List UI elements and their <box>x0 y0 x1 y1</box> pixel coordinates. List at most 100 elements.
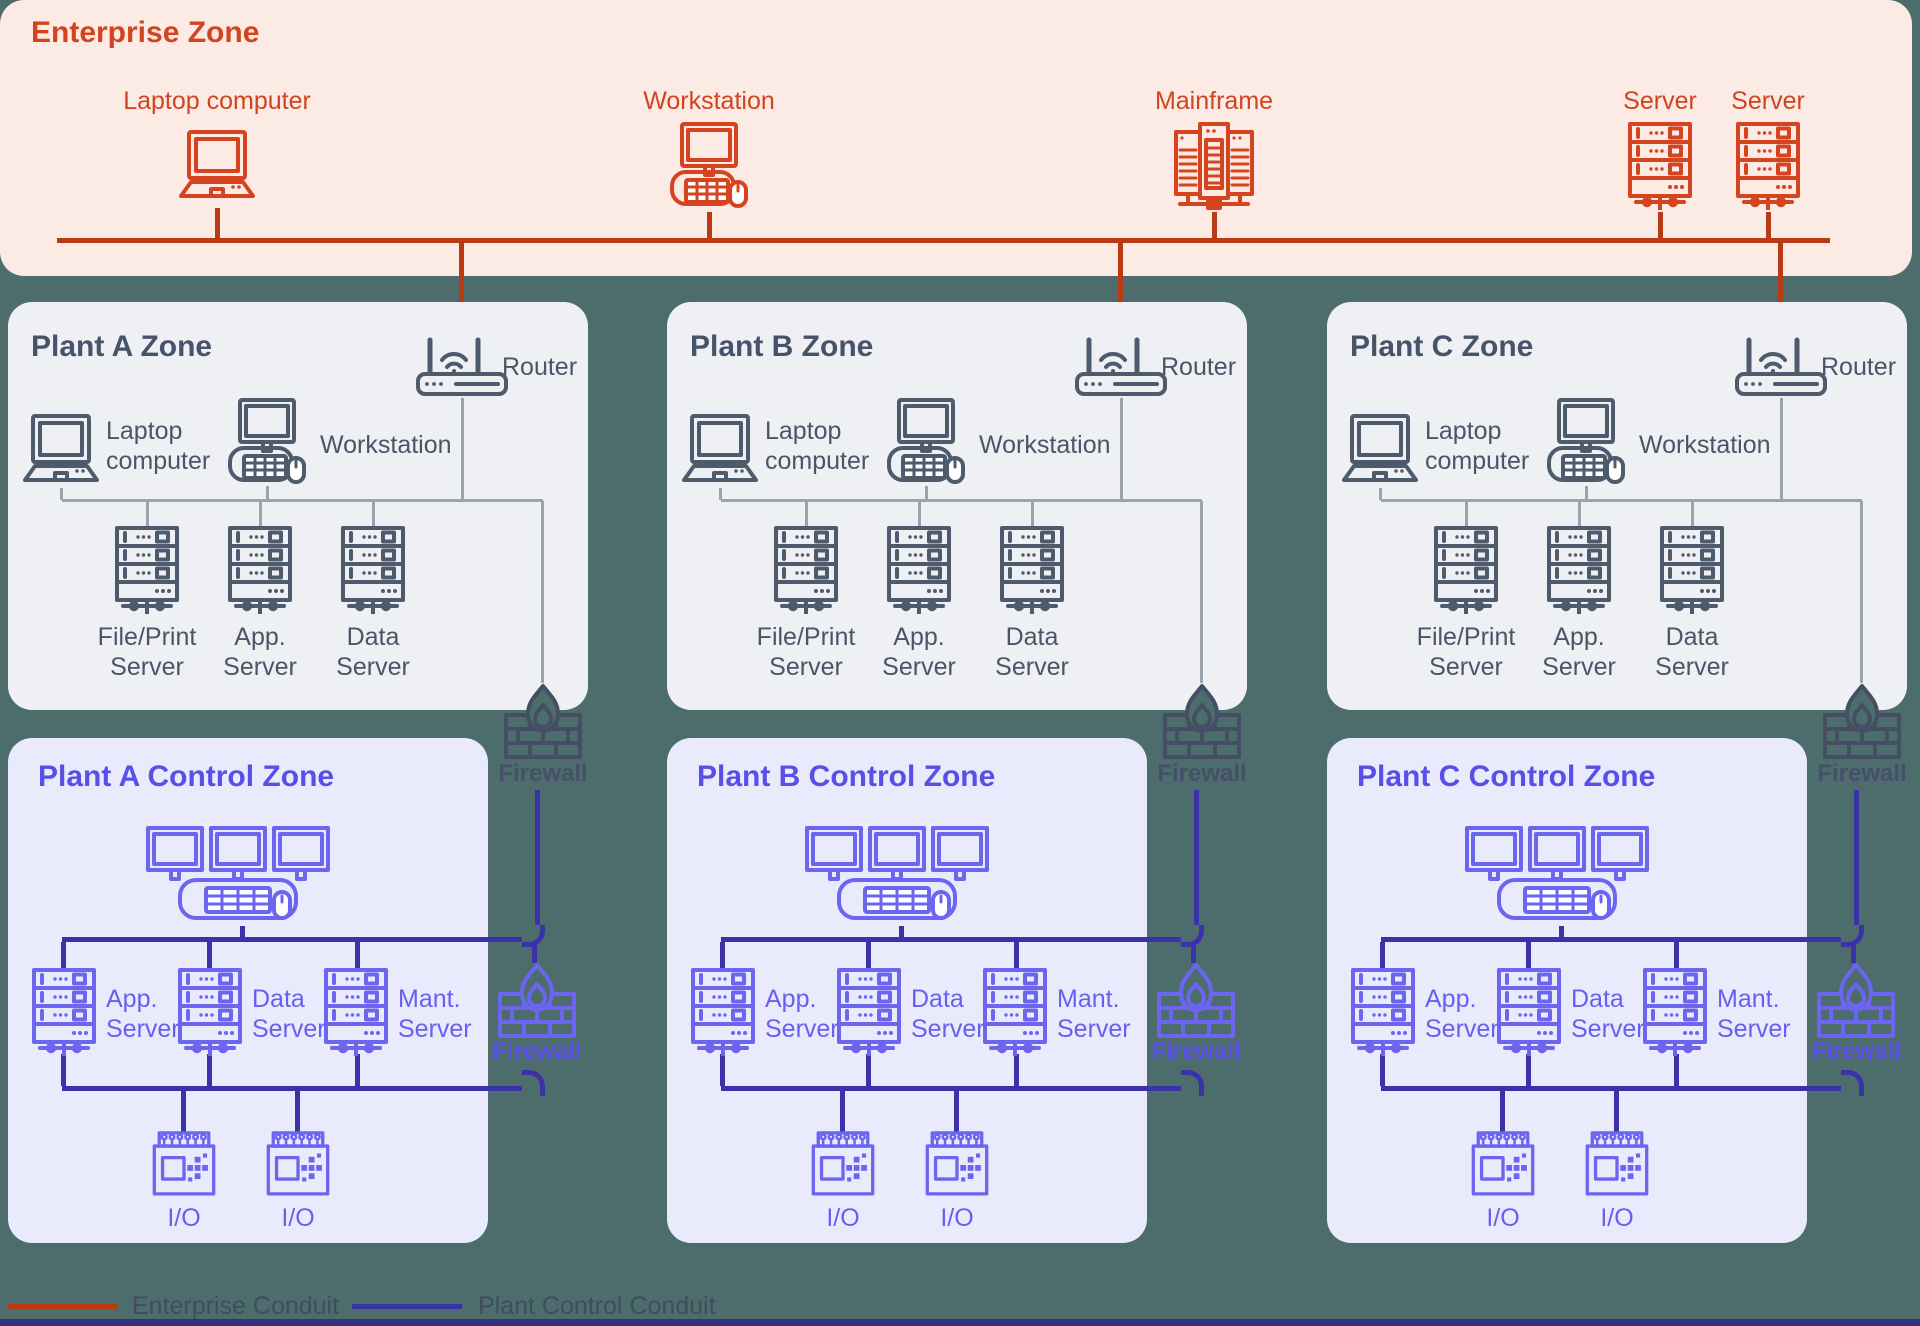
plant-zone: Plant C Zone <box>1327 302 1907 710</box>
firewall-icon <box>1157 962 1235 1038</box>
plant-control-zone: Plant A Control Zone <box>8 738 488 1243</box>
plant-server2-link <box>1578 501 1581 527</box>
server-icon <box>30 968 98 1056</box>
plant-server3-link <box>1691 501 1694 527</box>
plant-firewall-link <box>541 501 544 683</box>
control-app-server-label: App.Server <box>1425 985 1499 1043</box>
plant-zone: Plant A Zone <box>8 302 588 710</box>
server-icon <box>176 968 244 1056</box>
control-server2-uplink <box>1526 942 1531 972</box>
server-icon <box>1734 122 1802 210</box>
control-io2-link <box>954 1091 959 1133</box>
plant-router-link <box>1120 398 1123 500</box>
control-server3-downlink <box>1014 1054 1019 1086</box>
plant-control-zone: Plant C Control Zone <box>1327 738 1807 1243</box>
plant-firewall-link <box>1200 501 1203 683</box>
control-server1-downlink <box>720 1054 725 1086</box>
plant-router-label: Router <box>1821 353 1897 381</box>
plant-app-server-label: App.Server <box>882 623 956 681</box>
plant-control-zone: Plant B Control Zone <box>667 738 1147 1243</box>
control-firewall-link <box>532 942 537 963</box>
server-icon <box>1658 526 1726 614</box>
plant-router-link <box>1780 398 1783 500</box>
control-zone-title: Plant A Control Zone <box>38 760 335 793</box>
laptop-icon <box>19 414 103 488</box>
enterprise-server2-label: Server <box>1731 87 1805 115</box>
io-module-icon <box>924 1131 990 1204</box>
control-io2-label: I/O <box>281 1204 315 1232</box>
server-icon <box>113 526 181 614</box>
enterprise-mainframe-label: Mainframe <box>1154 87 1274 115</box>
enterprise-server1-label: Server <box>1623 87 1697 115</box>
control-io2-link <box>1614 1091 1619 1133</box>
control-io1-link <box>1500 1091 1505 1133</box>
control-firewall-label: Firewall <box>1151 1038 1241 1065</box>
control-io1-label: I/O <box>826 1204 860 1232</box>
workstation-icon <box>666 122 752 210</box>
enterprise-server1-link <box>1658 212 1663 238</box>
control-lower-elbow <box>1181 1070 1204 1096</box>
plant-laptop-link <box>1379 488 1382 500</box>
control-lower-bus <box>62 1086 522 1091</box>
control-zone-title: Plant C Control Zone <box>1357 760 1656 793</box>
firewall-icon <box>1817 962 1895 1038</box>
io-module-icon <box>151 1131 217 1204</box>
control-server3-uplink <box>1674 942 1679 972</box>
control-mant-server-label: Mant.Server <box>1717 985 1791 1043</box>
legend-enterprise-conduit-swatch <box>8 1304 118 1309</box>
server-icon <box>1641 968 1709 1056</box>
control-io1-label: I/O <box>1486 1204 1520 1232</box>
enterprise-conduit-bus <box>57 238 1830 243</box>
server-icon <box>1495 968 1563 1056</box>
plant-workstation-label: Workstation <box>1639 431 1771 459</box>
control-server1-uplink <box>61 942 66 972</box>
control-firewall-label: Firewall <box>492 1038 582 1065</box>
server-icon <box>1432 526 1500 614</box>
control-io1-label: I/O <box>167 1204 201 1232</box>
hmi-workstation-icon <box>805 826 989 928</box>
plant-app-server-label: App.Server <box>223 623 297 681</box>
io-module-icon <box>810 1131 876 1204</box>
router-icon <box>414 336 510 398</box>
control-hmi-link <box>1559 926 1564 937</box>
plant-firewall-link <box>1860 501 1863 683</box>
control-mant-server-label: Mant.Server <box>1057 985 1131 1043</box>
laptop-icon <box>175 130 259 204</box>
control-firewall-link <box>1191 942 1196 963</box>
hmi-workstation-icon <box>1465 826 1649 928</box>
control-server2-downlink <box>207 1054 212 1086</box>
control-conduit-elbow <box>1181 925 1204 947</box>
workstation-icon <box>224 398 310 486</box>
control-upper-bus <box>1381 937 1841 942</box>
control-hmi-link <box>899 926 904 937</box>
control-conduit-drop <box>1194 790 1199 925</box>
plant-workstation-label: Workstation <box>979 431 1111 459</box>
io-module-icon <box>1470 1131 1536 1204</box>
workstation-icon <box>883 398 969 486</box>
control-server1-downlink <box>61 1054 66 1086</box>
control-io2-link <box>295 1091 300 1133</box>
enterprise-drop-plant-b <box>1118 240 1123 332</box>
plant-zone: Plant B Zone <box>667 302 1247 710</box>
plant-server1-link <box>1465 501 1468 527</box>
server-icon <box>998 526 1066 614</box>
plant-zone-title: Plant B Zone <box>690 330 874 363</box>
firewall-icon <box>504 683 582 759</box>
control-conduit-elbow <box>1841 925 1864 947</box>
io-module-icon <box>265 1131 331 1204</box>
plant-server2-link <box>259 501 262 527</box>
plant-router-link <box>461 398 464 500</box>
enterprise-zone-title: Enterprise Zone <box>31 16 260 49</box>
control-upper-bus <box>721 937 1181 942</box>
io-module-icon <box>1584 1131 1650 1204</box>
enterprise-zone: Enterprise Zone <box>0 0 1912 276</box>
enterprise-mainframe-link <box>1212 212 1217 238</box>
server-icon <box>322 968 390 1056</box>
